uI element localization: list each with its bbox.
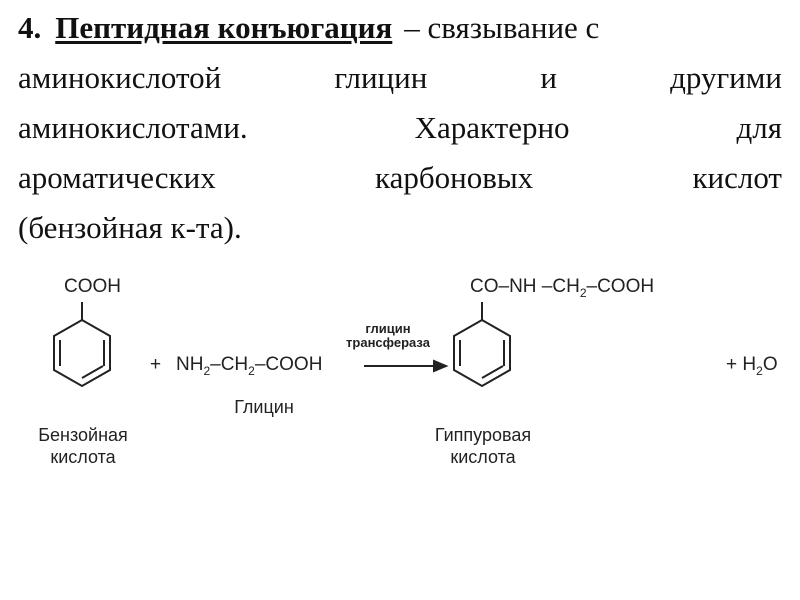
- caption-glycine: Глицин: [234, 397, 294, 417]
- benzoic-acid-ring: [53, 302, 111, 388]
- hippuric-side-chain: CO–NH –CH2–COOH: [470, 276, 655, 300]
- word: (бензойная к-та).: [18, 210, 242, 245]
- section-number: 4.: [18, 10, 42, 45]
- reaction-arrow: [364, 359, 449, 373]
- caption-hippuric-acid: Гиппуровая кислота: [434, 425, 532, 467]
- word: карбоновых: [374, 160, 534, 195]
- word: и: [540, 60, 557, 95]
- glycine-formula: NH2–CH2–COOH: [176, 354, 323, 378]
- definition-start: – связывание с: [404, 10, 600, 45]
- text-line-2: аминокислотой глицин и другими: [18, 58, 782, 98]
- text-line-5: (бензойная к-та).: [18, 208, 782, 248]
- benzoic-cooh-group: COOH: [64, 276, 121, 297]
- word: для: [736, 110, 782, 145]
- term-peptide-conjugation: Пептидная конъюгация: [55, 10, 393, 45]
- word: аминокислотой: [18, 60, 222, 95]
- word: другими: [670, 60, 782, 95]
- plus-sign: +: [150, 354, 162, 375]
- water-product: + H2O: [726, 354, 778, 378]
- word: кислот: [692, 160, 782, 195]
- text-line-3: аминокислотами. Характерно для: [18, 108, 782, 148]
- word: Характерно: [414, 110, 570, 145]
- enzyme-label: глицин трансфераза: [346, 321, 430, 350]
- text-line-1: 4. Пептидная конъюгация – связывание с: [18, 8, 782, 48]
- word: аминокислотами.: [18, 110, 248, 145]
- caption-benzoic-acid: Бензойная кислота: [38, 425, 128, 467]
- hippuric-acid-ring: [453, 302, 511, 388]
- word: ароматических: [18, 160, 216, 195]
- text-line-4: ароматических карбоновых кислот: [18, 158, 782, 198]
- word: глицин: [334, 60, 428, 95]
